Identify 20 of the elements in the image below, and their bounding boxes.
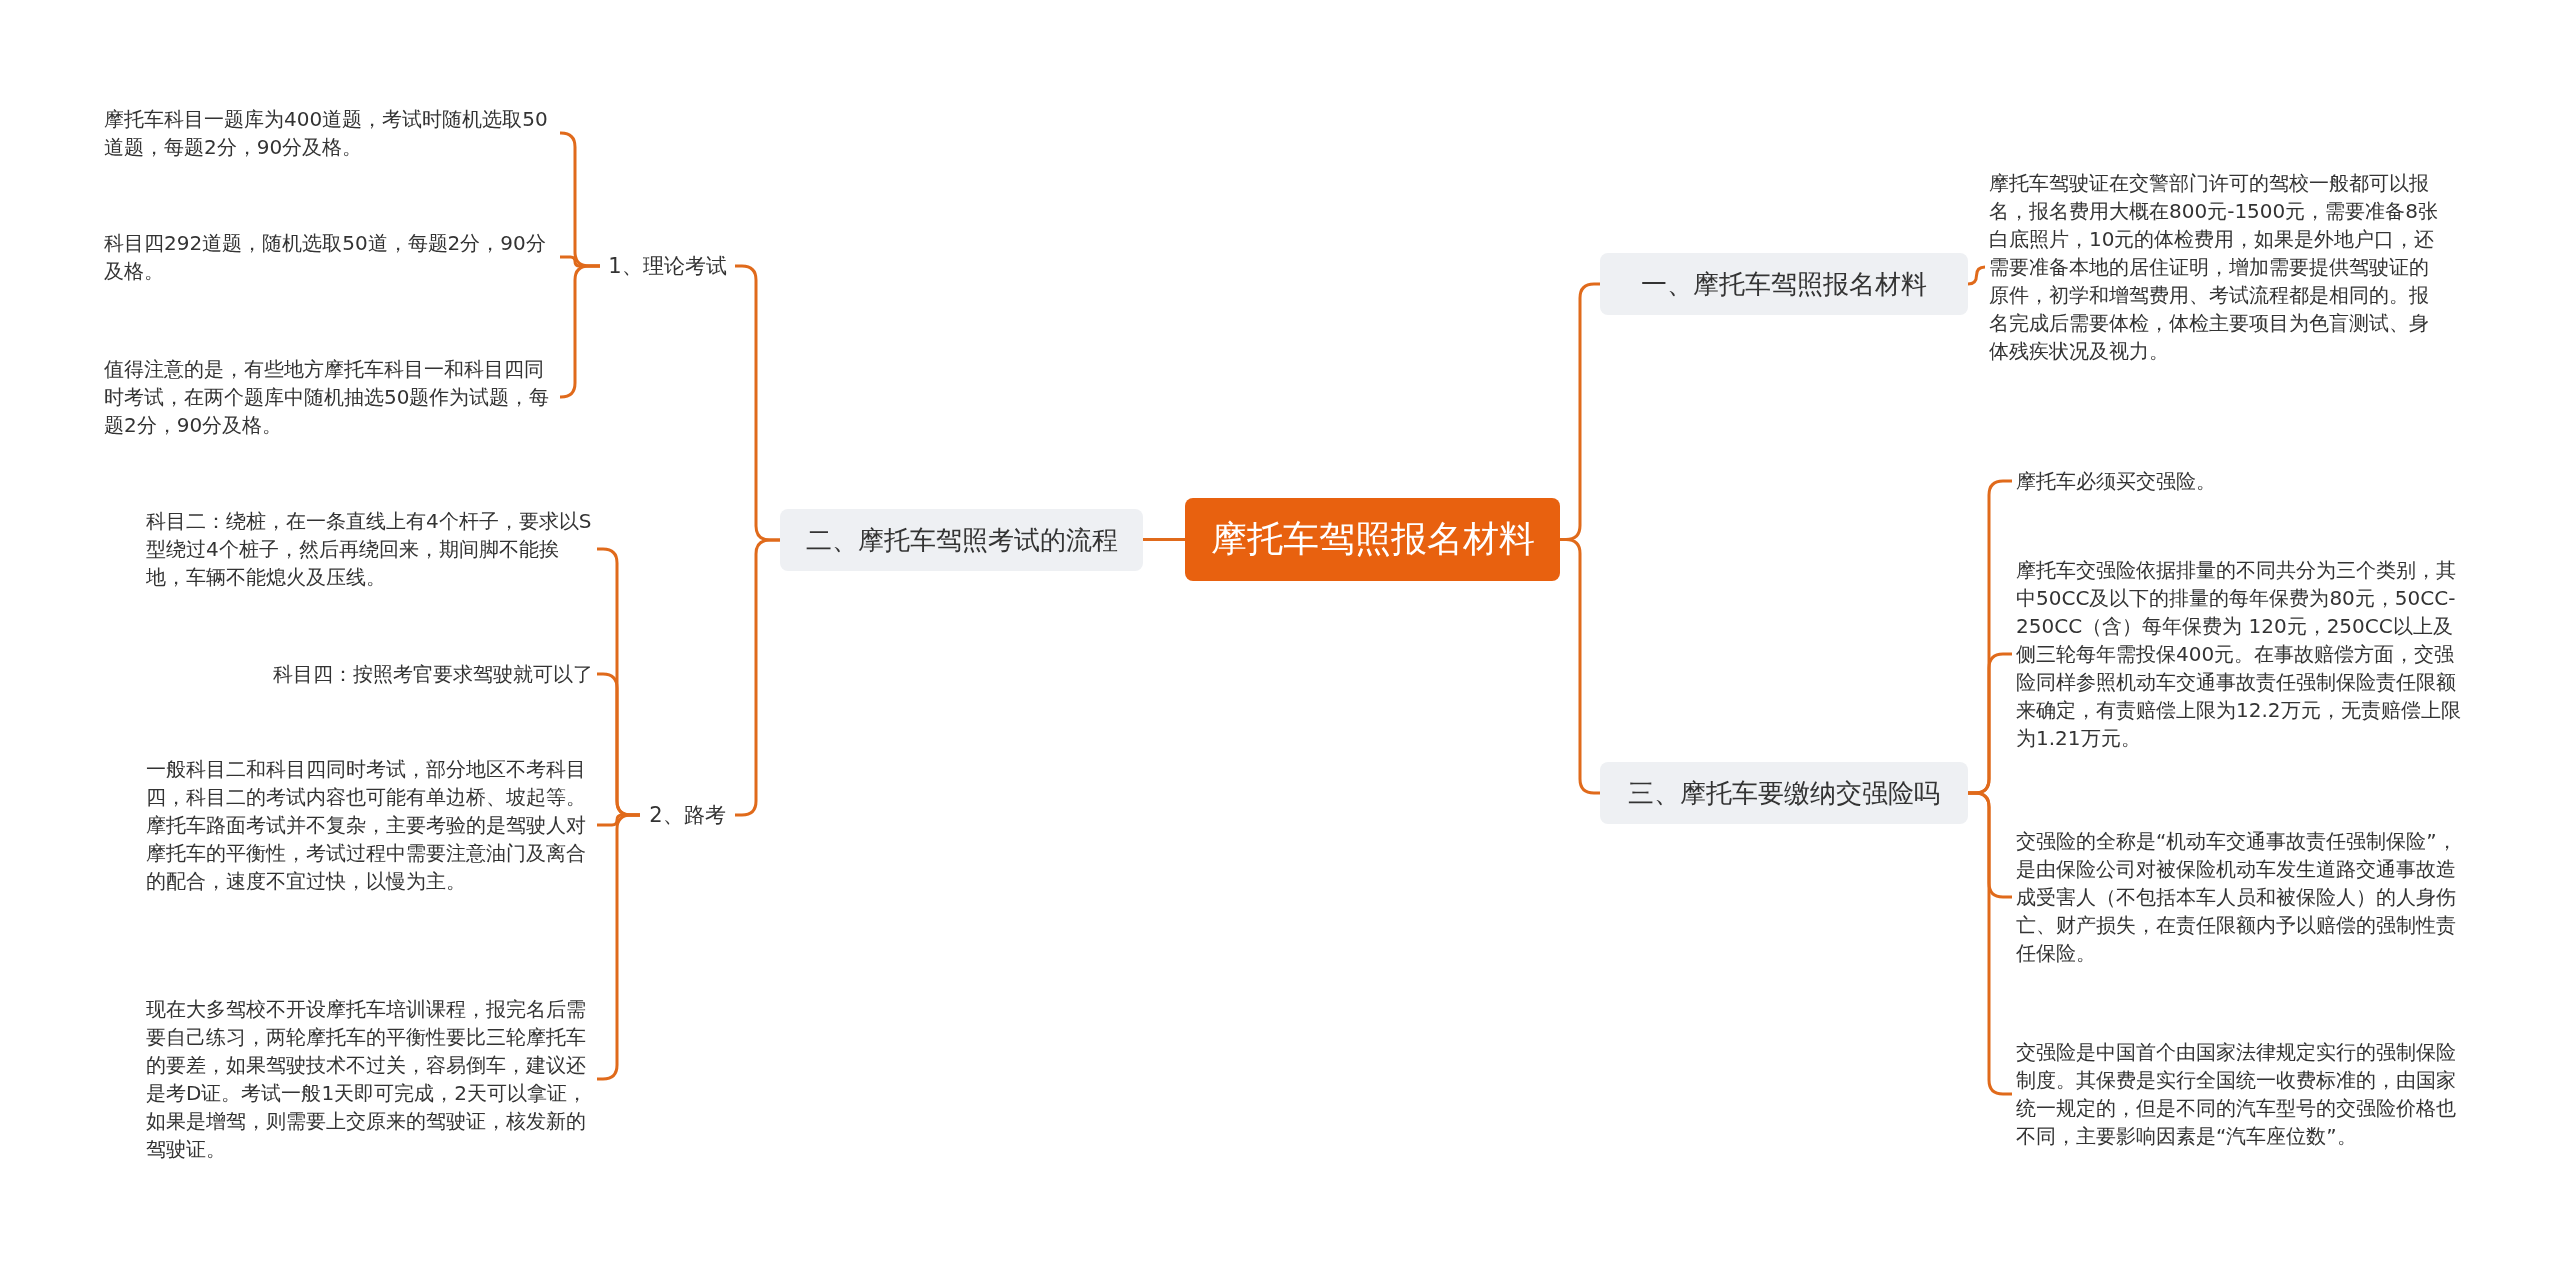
subtopic-text: 1、理论考试 xyxy=(600,250,735,282)
detail-text: 摩托车交强险依据排量的不同共分为三个类别，其中50CC及以下的排量的每年保费为80元，50CC-250CC（含）每年保费为 120元，250CC以上及侧三轮每年需投保400元。在事故赔偿方面，交强险同样参照机动车交通事故责任强制保险责任限额来确定，有责赔偿上限为12.2万元，无责赔偿上限为1.21万元。 xyxy=(2012,556,2472,752)
connector-line xyxy=(1966,265,1987,286)
connector-line xyxy=(1143,538,1185,541)
central-topic-box: 摩托车驾照报名材料 xyxy=(1185,498,1560,581)
detail-text: 交强险的全称是“机动车交通事故责任强制保险”，是由保险公司对被保险机动车发生道路交通事故造成受害人（不包括本车人员和被保险人）的人身伤亡、财产损失，在责任限额内予以赔偿的强制性责任保险。 xyxy=(2012,827,2472,967)
detail-text: 科目四292道题，随机选取50道，每题2分，90分及格。 xyxy=(100,229,560,285)
detail-text: 现在大多驾校不开设摩托车培训课程，报完名后需要自己练习，两轮摩托车的平衡性要比三轮摩托车的要差，如果驾驶技术不过关，容易倒车，建议还是考D证。考试一般1天即可完成，2天可以拿证，如果是增驾，则需要上交原来的驾驶证，核发新的驾驶证。 xyxy=(142,995,597,1163)
detail-text: 摩托车科目一题库为400道题，考试时随机选取50道题，每题2分，90分及格。 xyxy=(100,105,560,161)
detail-text: 一般科目二和科目四同时考试，部分地区不考科目四，科目二的考试内容也可能有单边桥、坡起等。摩托车路面考试并不复杂，主要考验的是驾驶人对摩托车的平衡性，考试过程中需要注意油门及离合的配合，速度不宜过快，以慢为主。 xyxy=(142,755,597,895)
detail-text: 交强险是中国首个由国家法律规定实行的强制保险制度。其保费是实行全国统一收费标准的，由国家统一规定的，但是不同的汽车型号的交强险价格也不同，主要影响因素是“汽车座位数”。 xyxy=(2012,1038,2472,1150)
topic-box: 一、摩托车驾照报名材料 xyxy=(1600,253,1968,315)
detail-text: 摩托车驾驶证在交警部门许可的驾校一般都可以报名，报名费用大概在800元-1500元，需要准备8张白底照片，10元的体检费用，如果是外地户口，还需要准备本地的居住证明，增加需要提供驾驶证的原件，初学和增驾费用、考试流程都是相同的。报名完成后需要体检，体检主要项目为色盲测试、身体残疾状况及视力。 xyxy=(1985,169,2445,365)
topic-box: 二、摩托车驾照考试的流程 xyxy=(780,509,1143,571)
detail-text: 科目二：绕桩，在一条直线上有4个杆子，要求以S型绕过4个桩子，然后再绕回来，期间脚不能挨地，车辆不能熄火及压线。 xyxy=(142,507,597,591)
detail-text: 摩托车必须买交强险。 xyxy=(2012,467,2472,495)
detail-text: 值得注意的是，有些地方摩托车科目一和科目四同时考试，在两个题库中随机抽选50题作为试题，每题2分，90分及格。 xyxy=(100,355,560,439)
topic-box: 三、摩托车要缴纳交强险吗 xyxy=(1600,762,1968,824)
subtopic-text: 2、路考 xyxy=(640,799,735,831)
detail-text: 科目四：按照考官要求驾驶就可以了 xyxy=(232,660,597,688)
